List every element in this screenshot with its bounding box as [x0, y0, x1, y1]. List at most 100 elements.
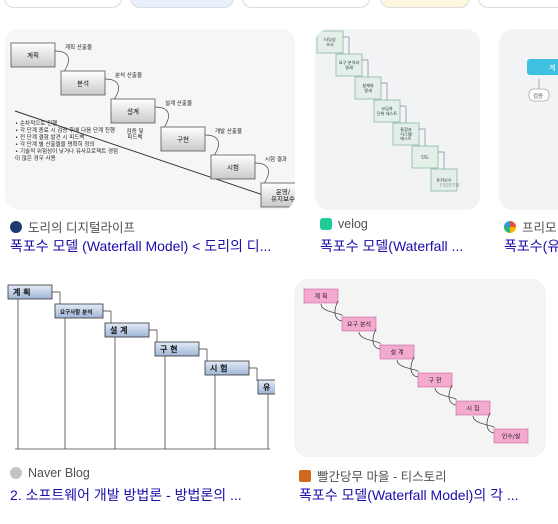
output-label: 계획 산출물: [65, 43, 92, 51]
step-label: 시험: [227, 163, 239, 171]
result-title[interactable]: 2. 소프트웨어 개발 방법론 - 방법론의 ...: [10, 487, 242, 503]
result-title[interactable]: 폭포수 모델 (Waterfall Model) < 도리의 디...: [10, 238, 272, 254]
flow-arrow: [396, 359, 419, 373]
watermark: FREEPIK: [440, 183, 461, 189]
flow-arrow: [204, 134, 219, 158]
flow-arrow: [154, 106, 169, 130]
step-box: [110, 98, 156, 124]
result-source[interactable]: 프리모: [522, 221, 557, 235]
filter-chip[interactable]: [242, 0, 370, 8]
flow-arrow: [381, 82, 388, 100]
site-favicon: [10, 220, 22, 233]
diagram-label: 계: [549, 63, 555, 72]
diagram-label: 검증: [533, 93, 543, 100]
note-line: • 기술적 위험성이 낮거나 유사프로젝트 경험: [15, 147, 118, 155]
step-box: [354, 76, 382, 100]
note-line: 이 많은 경우 사용: [15, 154, 56, 162]
output-label: 개발 산출물: [215, 127, 242, 135]
step-box: [60, 70, 106, 96]
flow-arrow: [400, 105, 407, 123]
site-favicon: [504, 220, 516, 233]
step-box: [373, 99, 401, 123]
velog-icon: [320, 218, 332, 230]
filter-chip[interactable]: [130, 0, 234, 8]
filter-chip[interactable]: [4, 0, 122, 8]
filter-chip[interactable]: [380, 0, 470, 8]
result-source[interactable]: Naver Blog: [28, 466, 90, 480]
flow-arrow: [320, 303, 343, 317]
output-label: 분석 산출물: [115, 71, 142, 79]
step-label: 시 험: [467, 405, 480, 413]
step-label: 설계: [127, 106, 139, 115]
flow-arrow: [343, 36, 350, 54]
output-label: 시험 결과: [265, 155, 287, 163]
step-box: [335, 53, 363, 77]
step-box: [493, 428, 529, 444]
flow-arrow: [54, 50, 69, 74]
step-label: 계 획: [315, 293, 328, 301]
step-box: [10, 42, 56, 68]
flow-arrow: [419, 128, 426, 146]
filter-chip[interactable]: [478, 0, 558, 8]
result-thumbnail[interactable]: 계 검증: [499, 29, 558, 210]
step-label: 구현: [177, 135, 189, 143]
step-box: [455, 400, 491, 416]
note-line: • 전 단계 결함 발견 시 피드백: [15, 133, 84, 141]
step-label: 유지보수: [436, 176, 452, 183]
result-title[interactable]: 폭포수 모델(Waterfall ...: [320, 238, 464, 254]
result-source[interactable]: velog: [338, 217, 368, 231]
step-box: [411, 145, 439, 169]
step-box: [341, 316, 377, 332]
step-box: [417, 372, 453, 388]
naver-blog-icon: [10, 467, 22, 479]
result-title[interactable]: 폭포수(유: [504, 238, 558, 254]
step-label: 설 계: [110, 325, 128, 335]
step-box: [210, 154, 256, 180]
step-label: 요구사항 분석: [60, 308, 92, 316]
step-label: 구 현: [160, 344, 178, 354]
site-favicon: [299, 469, 311, 482]
step-box: [316, 30, 344, 54]
step-box: [303, 288, 339, 304]
step-label: 구 현: [429, 377, 442, 385]
result-source[interactable]: 도리의 디지털라이프: [28, 221, 135, 235]
result-source[interactable]: 빨간당무 마을 - 티스토리: [317, 470, 447, 484]
step-box: [392, 122, 420, 146]
step-label: 분석: [77, 78, 89, 87]
step-box: [379, 344, 415, 360]
note-line: • 각 단계 종료 시 검증 후에 다음 단계 진행: [15, 126, 115, 134]
step-label: 인도: [421, 153, 429, 159]
flow-arrow: [104, 78, 119, 102]
flow-arrow: [254, 162, 269, 186]
flow-arrow: [358, 331, 381, 345]
step-label: 계획: [27, 50, 39, 59]
step-label: 설 계: [391, 349, 404, 357]
step-box: [160, 126, 206, 152]
step-label: 시 험: [210, 363, 228, 373]
step-label: 유: [263, 383, 271, 392]
step-label: 인수/설: [502, 433, 521, 441]
step-box: [430, 168, 458, 192]
flow-arrow: [362, 59, 369, 77]
step-box: [260, 182, 295, 208]
flow-arrow: [434, 387, 457, 401]
flow-arrow: [472, 415, 495, 429]
result-title[interactable]: 폭포수 모델(Waterfall Model)의 각 ...: [299, 487, 519, 503]
flow-arrow: [438, 151, 445, 169]
note-line: • 각 단계 별 산출물을 명확히 정의: [15, 140, 95, 148]
step-label: 계 획: [13, 287, 31, 297]
step-label: 운영/유지보수: [271, 187, 295, 203]
step-label: 요구 분석: [347, 321, 371, 329]
step-box: [257, 379, 275, 395]
